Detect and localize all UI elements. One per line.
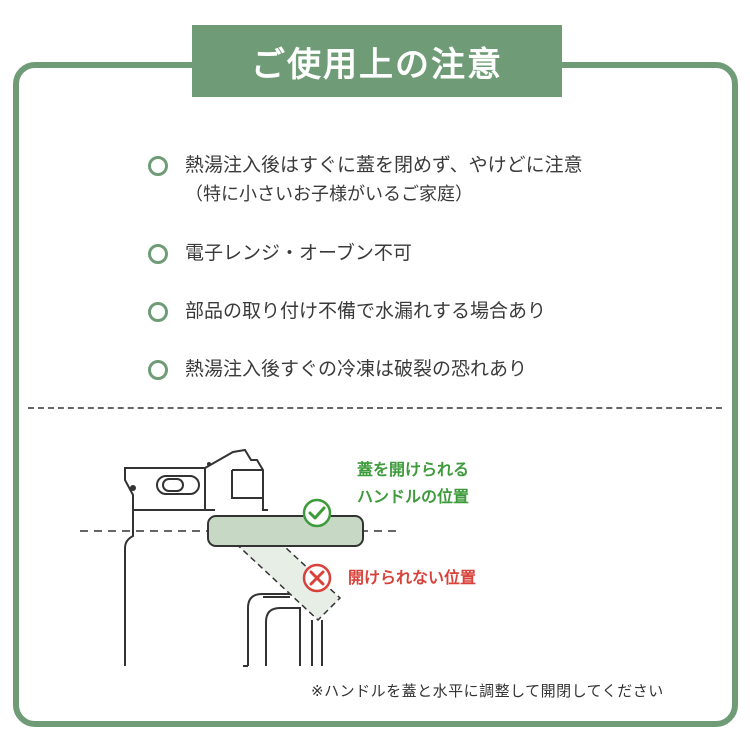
check-circle-icon	[302, 498, 332, 528]
note-subtext: （特に小さいお子様がいるご家庭）	[185, 184, 473, 205]
note-item: 熱湯注入後すぐの冷凍は破裂の恐れあり	[148, 354, 718, 384]
ring-bullet-icon	[148, 156, 168, 176]
lock-switch	[156, 475, 200, 495]
note-text: 部品の取り付け不備で水漏れする場合あり	[185, 300, 547, 322]
ring-bullet-icon	[148, 302, 168, 322]
handle-ng-position	[230, 534, 342, 622]
footnote: ※ハンドルを蓋と水平に調整して開閉してください	[311, 682, 664, 700]
note-item: 部品の取り付け不備で水漏れする場合あり	[148, 296, 718, 326]
note-text: 電子レンジ・オーブン不可	[185, 242, 412, 264]
bottle-outline	[124, 448, 323, 667]
page-title: ご使用上の注意	[192, 25, 562, 97]
ok-label-line: 蓋を開けられる	[357, 460, 470, 479]
dashed-divider	[28, 407, 722, 409]
ring-bullet-icon	[148, 244, 168, 264]
ng-position-label: 開けられない位置	[348, 568, 477, 587]
ring-bullet-icon	[148, 360, 168, 380]
note-text: 熱湯注入後すぐの冷凍は破裂の恐れあり	[185, 358, 528, 380]
notes-list: 熱湯注入後はすぐに蓋を閉めず、やけどに注意 （特に小さいお子様がいるご家庭） 電…	[148, 150, 718, 384]
notice-frame	[13, 62, 738, 727]
note-text: 熱湯注入後はすぐに蓋を閉めず、やけどに注意	[185, 154, 583, 176]
ok-position-label: 蓋を開けられる ハンドルの位置	[357, 456, 469, 510]
handle-ok-position	[207, 515, 364, 547]
note-item: 電子レンジ・オーブン不可	[148, 238, 718, 268]
note-item: 熱湯注入後はすぐに蓋を閉めず、やけどに注意 （特に小さいお子様がいるご家庭）	[148, 150, 718, 210]
cross-circle-icon	[302, 563, 332, 593]
ok-label-line: ハンドルの位置	[357, 487, 470, 506]
